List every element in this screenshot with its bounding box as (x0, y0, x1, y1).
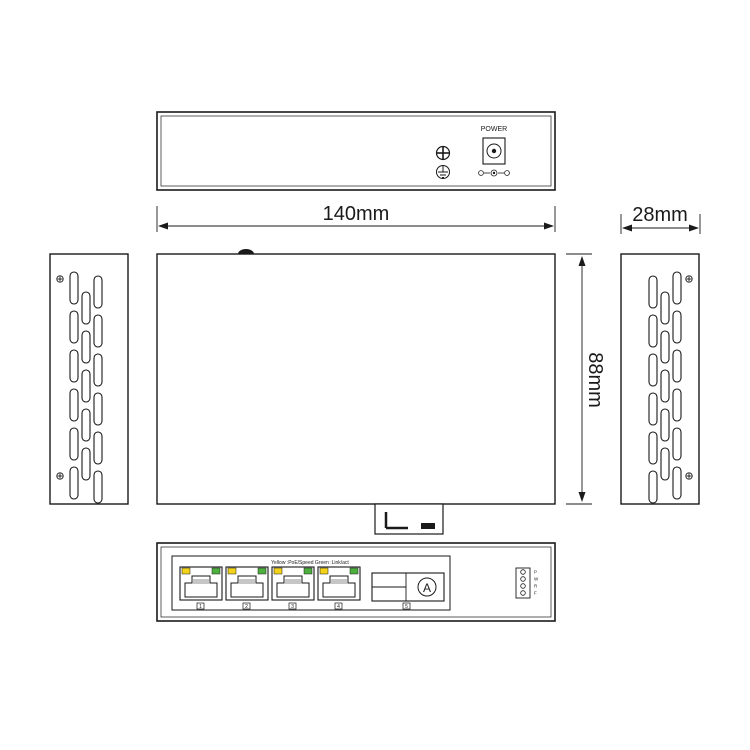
vent-slot (69, 349, 79, 383)
screw-icon (56, 472, 64, 480)
mounting-bracket (374, 503, 444, 535)
vent-slot (69, 271, 79, 305)
link-act-led (303, 567, 313, 575)
vent-slot (648, 470, 658, 504)
ground-screw-icon (435, 145, 451, 161)
poe-speed-led (181, 567, 191, 575)
ground-symbol-icon (436, 165, 450, 179)
port-block-outline (171, 555, 451, 611)
width-dimension: 140mm (156, 203, 556, 232)
vent-slot (660, 330, 670, 364)
vent-slot (81, 291, 91, 325)
rj45-port-1: 1 (179, 566, 223, 610)
vent-slot (648, 392, 658, 426)
rear-panel-inner-outline (160, 115, 552, 187)
status-led-label: W (534, 577, 539, 582)
vent-slot (672, 271, 682, 305)
vent-slot (69, 388, 79, 422)
screw-icon (56, 275, 64, 283)
dc-jack-icon (482, 137, 506, 165)
right-vent-slots (648, 271, 682, 504)
rj45-ports: 1 2 3 4 (179, 566, 361, 610)
poe-speed-led (227, 567, 237, 575)
rear-panel: POWER (156, 111, 556, 191)
port-label: 4 (337, 604, 340, 610)
vent-slot (93, 353, 103, 387)
port-label: 3 (291, 604, 294, 610)
poe-speed-led (273, 567, 283, 575)
port-5-marker: A (423, 581, 431, 595)
vent-slot (81, 408, 91, 442)
height-dimension-label: 28mm (632, 204, 688, 226)
status-led (520, 576, 526, 582)
port-5-slot: A (371, 572, 445, 602)
front-panel-inner-outline (160, 546, 552, 618)
right-side-outline (620, 253, 700, 505)
link-act-led (211, 567, 221, 575)
vent-slot (672, 349, 682, 383)
vent-slot (93, 275, 103, 309)
left-side-panel (49, 253, 129, 505)
screw-icon (685, 275, 693, 283)
rj45-port-3: 3 (271, 566, 315, 610)
front-panel: Yellow :PoE/Speed Green :Link/act 1 2 3 4 A… (156, 542, 556, 622)
vent-slot (672, 427, 682, 461)
vent-slot (81, 330, 91, 364)
status-led (520, 569, 526, 575)
led-legend-label: Yellow :PoE/Speed Green :Link/act (271, 560, 349, 566)
screw-icon (685, 472, 693, 480)
power-label: POWER (481, 126, 507, 133)
vent-slot (648, 314, 658, 348)
vent-slot (660, 408, 670, 442)
dc-polarity-icon (478, 169, 510, 177)
port-5-marker-circle (417, 577, 437, 597)
vent-slot (660, 291, 670, 325)
depth-dimension-label: 88mm (584, 352, 606, 408)
vent-slot (648, 275, 658, 309)
vent-slot (69, 466, 79, 500)
status-led-label: F (534, 591, 537, 596)
vent-slot (93, 470, 103, 504)
vent-slot (672, 310, 682, 344)
right-side-panel (620, 253, 700, 505)
vent-slot (81, 369, 91, 403)
width-dimension-label: 140mm (323, 203, 390, 225)
vent-slot (672, 388, 682, 422)
left-vent-slots (69, 271, 103, 504)
vent-slot (648, 431, 658, 465)
depth-dimension: 88mm (566, 253, 606, 505)
vent-slot (672, 466, 682, 500)
status-led (520, 590, 526, 596)
rj45-port-2: 2 (225, 566, 269, 610)
vent-slot (69, 310, 79, 344)
vent-slot (93, 314, 103, 348)
port-label: 2 (245, 604, 248, 610)
rj45-port-4: 4 (317, 566, 361, 610)
vent-slot (81, 447, 91, 481)
vent-slot (660, 447, 670, 481)
vent-slot (93, 392, 103, 426)
port-label: 1 (199, 604, 202, 610)
height-dimension: 28mm (620, 204, 701, 234)
left-side-outline (49, 253, 129, 505)
status-led-label: P (534, 570, 537, 575)
link-act-led (257, 567, 267, 575)
vent-slot (93, 431, 103, 465)
port-5-label-box (402, 602, 411, 610)
status-led-label: R (534, 584, 538, 589)
top-view (156, 249, 556, 535)
vent-slot (660, 369, 670, 403)
poe-speed-led (319, 567, 329, 575)
vent-slot (69, 427, 79, 461)
top-view-outline (156, 253, 556, 505)
vent-slot (648, 353, 658, 387)
status-led (520, 583, 526, 589)
link-act-led (349, 567, 359, 575)
port-5-label: 5 (405, 604, 408, 610)
